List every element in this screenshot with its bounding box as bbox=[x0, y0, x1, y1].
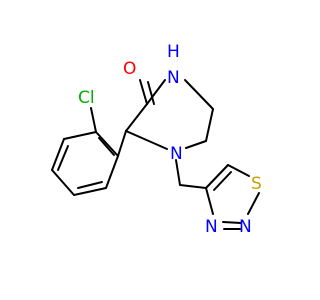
chlorophenyl-ring bbox=[51, 107, 127, 196]
bond-c3-ar1 bbox=[117, 130, 127, 157]
bond-ar6-ar1 bbox=[105, 155, 119, 189]
aromatic-double-3 bbox=[98, 137, 115, 156]
bond-n4-c3 bbox=[125, 130, 168, 150]
bond-ar4-ar5 bbox=[51, 169, 75, 196]
bond-ar5-ar6 bbox=[73, 187, 107, 196]
molecule-diagram: O H N N Cl S N N bbox=[51, 42, 262, 237]
bond-c2-o-double bbox=[147, 81, 155, 105]
bond-c2-c3 bbox=[125, 103, 148, 132]
atom-labels: O H N N Cl S N N bbox=[78, 42, 262, 237]
bond-ar1-ar2 bbox=[95, 131, 119, 157]
structure-svg: O H N N Cl S N N bbox=[51, 42, 262, 237]
bond-s-n2 bbox=[247, 192, 260, 215]
aromatic-double-2 bbox=[77, 181, 103, 189]
bond-c5-s bbox=[227, 164, 250, 177]
sulfur-label: S bbox=[251, 174, 262, 194]
amide-nitrogen-label: N bbox=[167, 68, 180, 88]
amine-nitrogen-label: N bbox=[170, 144, 183, 164]
bond-c5-n4 bbox=[185, 140, 207, 149]
bond-n3-c4 bbox=[205, 187, 214, 215]
thiadiazole-nitrogen-1-label: N bbox=[239, 217, 252, 237]
bond-c2-o bbox=[139, 79, 148, 105]
aromatic-double-1 bbox=[57, 145, 69, 171]
carbonyl-group bbox=[139, 79, 155, 105]
chlorine-label: Cl bbox=[78, 88, 95, 108]
bond-c6-c5 bbox=[205, 108, 214, 142]
bond-c2-n1 bbox=[146, 79, 166, 105]
bond-n1-c6 bbox=[184, 79, 214, 110]
bond-ar2-cl bbox=[90, 107, 97, 133]
bond-n4-ch2 bbox=[175, 159, 181, 186]
bond-ar3-ar4 bbox=[51, 138, 65, 171]
thiadiazole-nitrogen-2-label: N bbox=[205, 217, 218, 237]
thiadiazolylmethyl-group bbox=[175, 159, 260, 230]
bond-c4-c5-double bbox=[213, 171, 232, 191]
bond-ch2-c4 bbox=[179, 184, 207, 189]
piperazinone-ring bbox=[125, 79, 214, 150]
bond-ar2-ar3 bbox=[63, 131, 97, 140]
oxygen-label: O bbox=[123, 59, 136, 79]
bond-n2-n3 bbox=[222, 221, 242, 224]
bond-c4-c5 bbox=[205, 164, 229, 189]
amide-hydrogen-label: H bbox=[167, 42, 180, 62]
